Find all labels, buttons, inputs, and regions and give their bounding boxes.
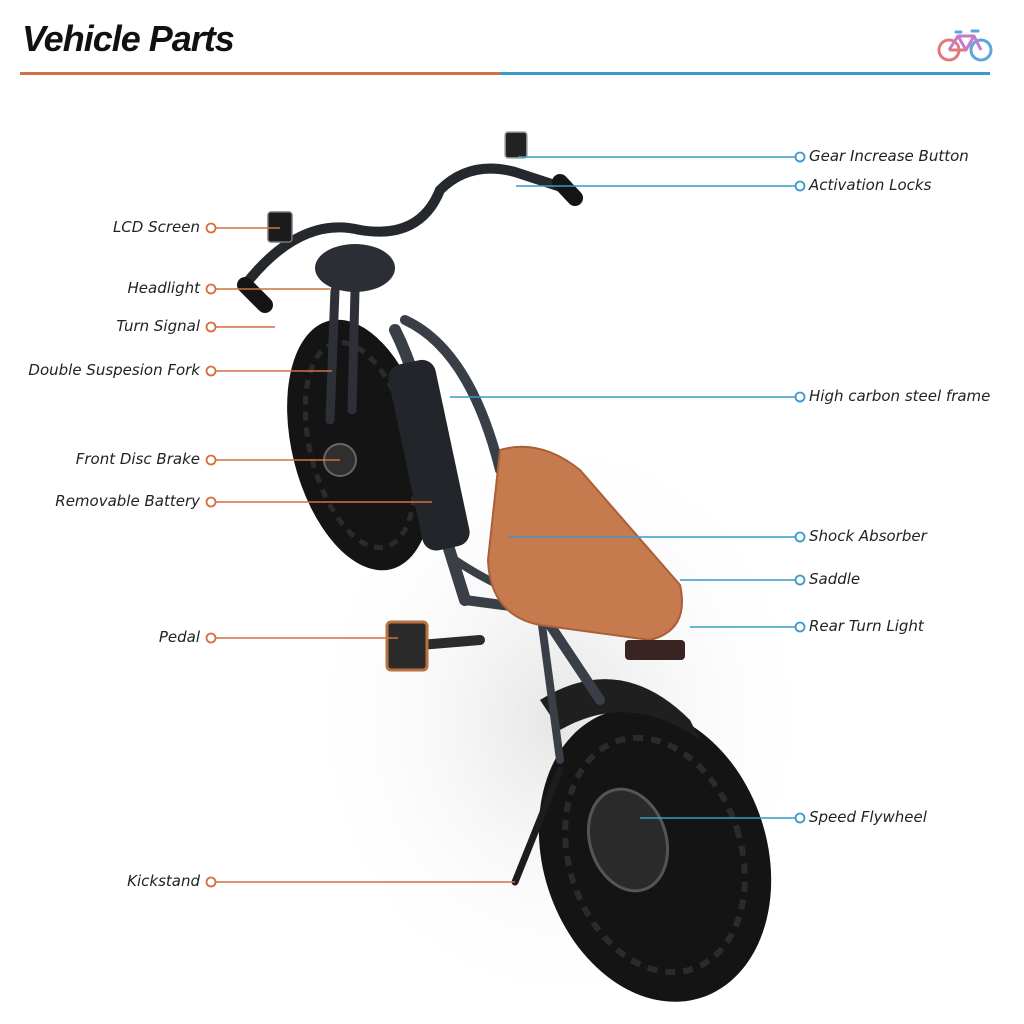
kickstand-marker [205, 876, 217, 888]
page-title: Vehicle Parts [22, 18, 235, 59]
pedal-shape [385, 620, 485, 672]
front-disc-brake-marker [205, 454, 217, 466]
saddle-marker [794, 574, 806, 586]
bicycle-icon [937, 29, 993, 62]
label-gear-increase-button: Gear Increase Button [809, 147, 969, 165]
rear-light-shape [625, 640, 685, 660]
kickstand-leader [205, 876, 515, 888]
double-suspension-fork-marker [205, 365, 217, 377]
rear-fender [540, 679, 700, 740]
shock-absorber-leader [508, 531, 806, 543]
label-rear-turn-light: Rear Turn Light [809, 617, 924, 635]
handlebar [240, 163, 575, 290]
gear-button-shape [504, 131, 528, 159]
pedal-marker [205, 632, 217, 644]
label-double-suspension-fork: Double Suspesion Fork [28, 361, 200, 379]
gear-increase-button-leader [518, 151, 806, 163]
gear-increase-button-marker [794, 151, 806, 163]
shock-absorber-marker [794, 531, 806, 543]
label-activation-locks: Activation Locks [809, 176, 932, 194]
lcd-screen-leader [205, 222, 280, 234]
rear-turn-light-marker [794, 621, 806, 633]
kickstand-shape [511, 766, 564, 886]
pedal-leader [205, 632, 398, 644]
label-saddle: Saddle [809, 570, 861, 588]
label-speed-flywheel: Speed Flywheel [809, 808, 927, 826]
front-fork [325, 285, 360, 425]
label-removable-battery: Removable Battery [55, 492, 200, 510]
rear-wheel [538, 708, 772, 1002]
label-high-carbon-steel-frame: High carbon steel frame [809, 387, 991, 405]
rear-turn-light-leader [690, 621, 806, 633]
battery-pack [388, 359, 470, 551]
headlight-leader [205, 283, 330, 295]
turn-signal-marker [205, 321, 217, 333]
high-carbon-steel-frame-marker [794, 391, 806, 403]
activation-locks-leader [516, 180, 806, 192]
headlight-marker [205, 283, 217, 295]
headlight-shape [315, 244, 395, 292]
label-turn-signal: Turn Signal [116, 317, 200, 335]
removable-battery-leader [205, 496, 432, 508]
title-rule-blue [500, 72, 990, 75]
label-kickstand: Kickstand [127, 872, 200, 890]
label-headlight: Headlight [127, 279, 200, 297]
double-suspension-fork-leader [205, 365, 332, 377]
title-rule-orange [20, 72, 500, 75]
label-shock-absorber: Shock Absorber [809, 527, 927, 545]
label-lcd-screen: LCD Screen [112, 218, 200, 236]
speed-flywheel-marker [794, 812, 806, 824]
lcd-screen-marker [205, 222, 217, 234]
label-front-disc-brake: Front Disc Brake [75, 450, 200, 468]
leader-lines [205, 151, 806, 888]
lcd-screen-shape [267, 211, 293, 243]
turn-signal-leader [205, 321, 275, 333]
high-carbon-steel-frame-leader [450, 391, 806, 403]
removable-battery-marker [205, 496, 217, 508]
saddle-leader [680, 574, 806, 586]
front-disc-brake-leader [205, 454, 340, 466]
activation-locks-marker [794, 180, 806, 192]
saddle-shape [486, 445, 683, 642]
speed-flywheel-leader [640, 812, 806, 824]
label-pedal: Pedal [158, 628, 200, 646]
